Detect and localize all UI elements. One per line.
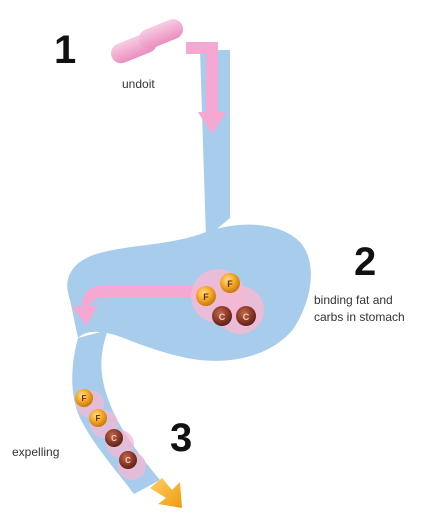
intestine-particles: F F C C <box>75 389 146 480</box>
step-2-caption-line-2: carbs in stomach <box>314 309 405 326</box>
carb-particle: C <box>236 306 256 326</box>
svg-text:F: F <box>82 394 87 403</box>
step-2-caption-line-1: binding fat and <box>314 292 405 309</box>
fat-particle: F <box>196 286 216 306</box>
step-1-number: 1 <box>54 30 76 70</box>
svg-text:F: F <box>227 279 233 289</box>
svg-text:C: C <box>243 312 250 322</box>
pill-capsule-icon <box>108 16 186 66</box>
fat-particle: F <box>75 389 93 407</box>
fat-particle: F <box>89 409 107 427</box>
svg-text:C: C <box>219 312 226 322</box>
carb-particle: C <box>119 451 137 469</box>
step-3-caption: expelling <box>12 444 59 461</box>
step-1-caption: undoit <box>122 76 155 93</box>
svg-text:F: F <box>96 414 101 423</box>
svg-text:C: C <box>125 456 131 465</box>
step-2-number: 2 <box>354 242 376 282</box>
svg-text:F: F <box>203 292 209 302</box>
step-3-number: 3 <box>170 418 192 458</box>
carb-particle: C <box>105 429 123 447</box>
fat-particle: F <box>220 273 240 293</box>
step-2-caption: binding fat and carbs in stomach <box>314 292 405 326</box>
svg-text:C: C <box>111 434 117 443</box>
carb-particle: C <box>212 306 232 326</box>
